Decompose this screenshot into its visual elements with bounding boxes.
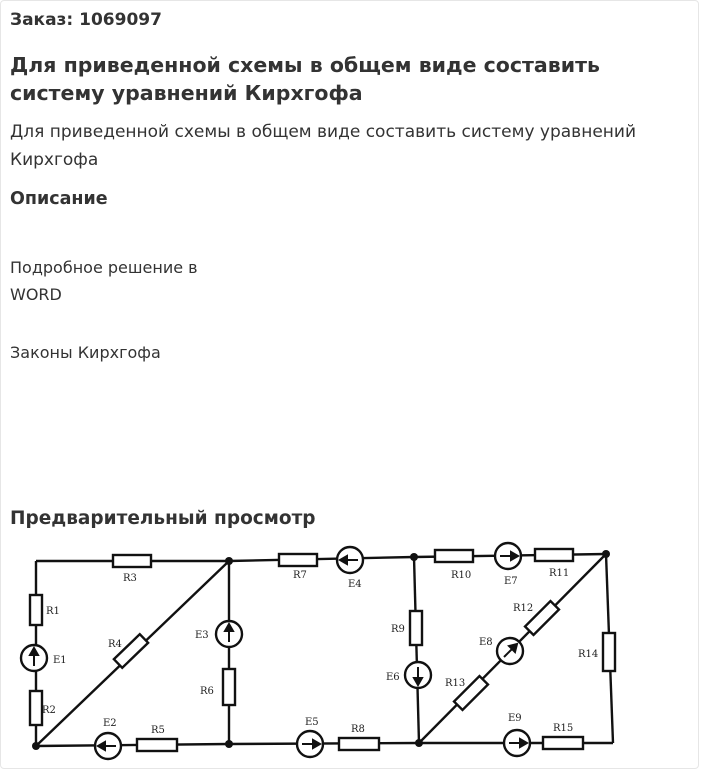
resistor-r1 — [28, 593, 44, 627]
resistor-r5 — [135, 737, 179, 753]
resistor-r4 — [112, 632, 150, 670]
label-r7: R7 — [293, 570, 307, 581]
label-r12: R12 — [513, 603, 533, 614]
label-r5: R5 — [151, 725, 165, 736]
preview-heading: Предварительный просмотр — [10, 508, 316, 529]
label-e5: E5 — [305, 717, 319, 728]
label-r6: R6 — [200, 686, 214, 697]
label-e2: E2 — [103, 718, 117, 729]
label-e6: E6 — [386, 672, 400, 683]
resistor-r3 — [111, 553, 153, 569]
label-e7: E7 — [504, 576, 518, 587]
label-r10: R10 — [451, 570, 471, 581]
source-arrows — [28, 550, 530, 752]
resistor-r12 — [523, 599, 561, 637]
resistor-r2 — [28, 689, 44, 727]
circuit-nodes — [32, 550, 610, 750]
resistor-r6 — [221, 667, 237, 707]
label-e4: E4 — [348, 579, 362, 590]
description-heading: Описание — [10, 189, 108, 209]
circuit-labels: R1 R2 E1 R3 R4 E2 R5 E3 R6 R7 E4 E5 R8 R… — [42, 568, 598, 736]
label-r11: R11 — [549, 568, 569, 579]
label-r1: R1 — [46, 606, 60, 617]
description-line-3: Законы Кирхгофа — [10, 343, 161, 362]
label-r3: R3 — [123, 573, 137, 584]
resistor-r8 — [337, 736, 381, 752]
page-subtitle: Для приведенной схемы в общем виде соста… — [10, 122, 636, 170]
resistor-r7 — [277, 552, 319, 568]
resistors — [28, 547, 617, 753]
label-e8: E8 — [479, 637, 493, 648]
label-r4: R4 — [108, 639, 122, 650]
label-r13: R13 — [445, 678, 465, 689]
description-line-1: Подробное решение в — [10, 258, 198, 277]
description-line-2: WORD — [10, 285, 62, 304]
label-r2: R2 — [42, 705, 56, 716]
circuit-diagram: R1 R2 E1 R3 R4 E2 R5 E3 R6 R7 E4 E5 R8 R… — [19, 541, 617, 761]
description-text: Подробное решение в WORD — [10, 254, 198, 308]
resistor-r13 — [452, 674, 490, 712]
label-r14: R14 — [578, 649, 598, 660]
page-title: Для приведенной схемы в общем виде соста… — [10, 53, 600, 105]
order-number: Заказ: 1069097 — [10, 10, 162, 30]
label-e3: E3 — [195, 630, 209, 641]
label-r15: R15 — [553, 723, 573, 734]
resistor-r10 — [433, 548, 475, 564]
resistor-r15 — [541, 735, 585, 751]
resistor-r9 — [408, 609, 424, 647]
label-r9: R9 — [391, 624, 405, 635]
label-r8: R8 — [351, 724, 365, 735]
resistor-r11 — [533, 547, 575, 563]
label-e1: E1 — [53, 655, 67, 666]
resistor-r14 — [601, 631, 617, 673]
label-e9: E9 — [508, 713, 522, 724]
